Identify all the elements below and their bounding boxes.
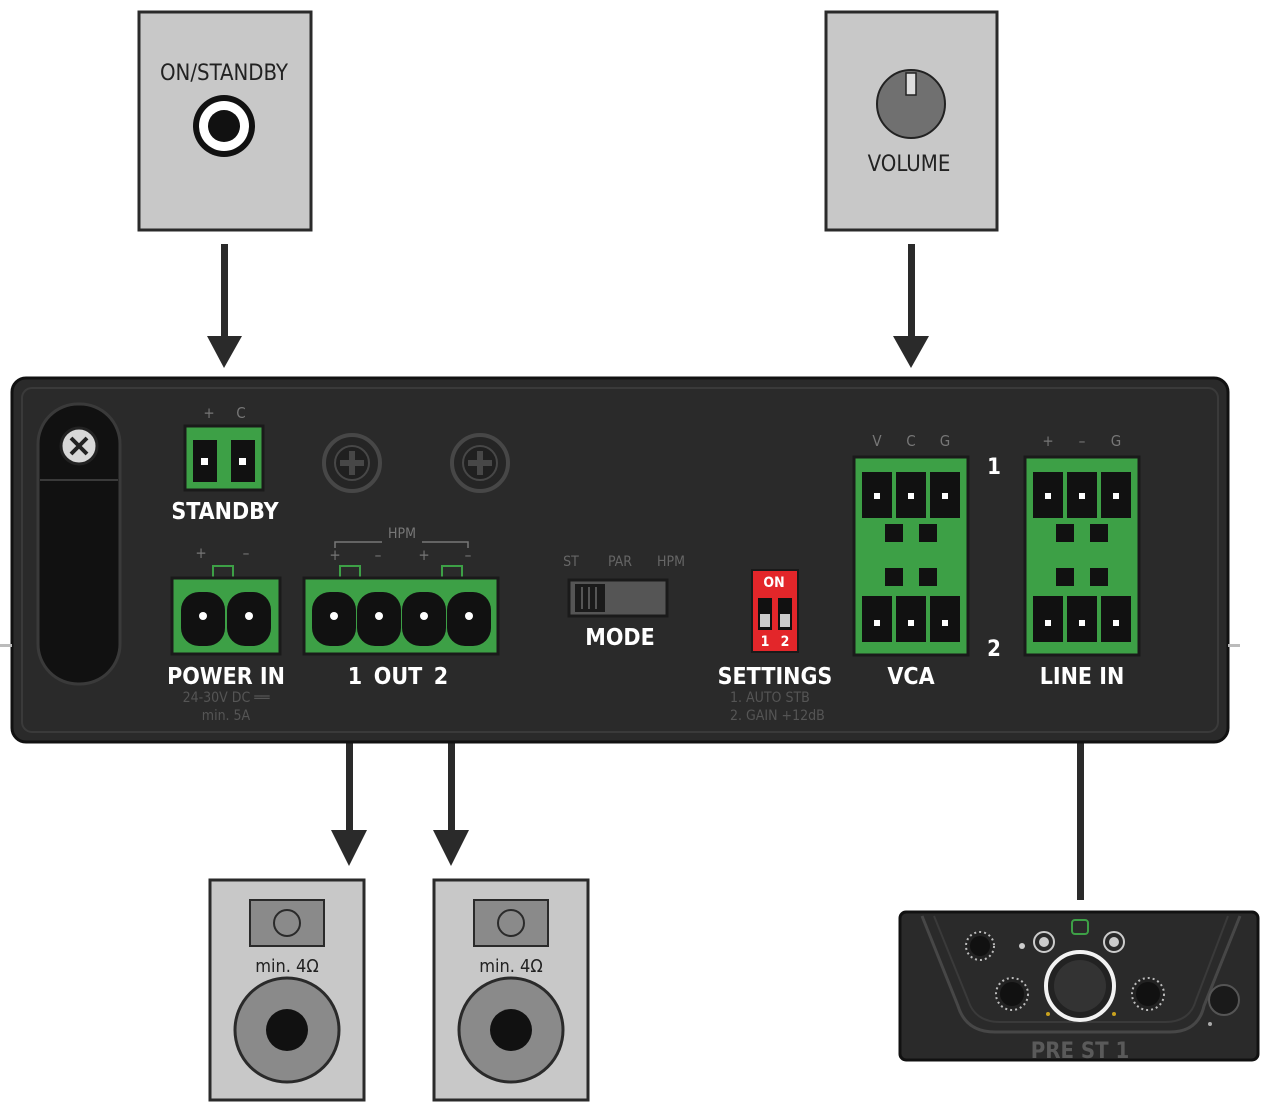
vca-label: VCA: [887, 664, 934, 690]
speaker-icon: [457, 976, 565, 1084]
svg-text:2: 2: [781, 634, 790, 650]
speaker-1-impedance: min. 4Ω: [255, 956, 319, 977]
channel-2-label: 2: [987, 637, 1001, 662]
svg-text:1: 1: [761, 634, 770, 650]
speaker-2-impedance: min. 4Ω: [479, 956, 543, 977]
svg-text:–: –: [465, 546, 472, 564]
svg-text:V: V: [872, 432, 882, 450]
bracket-screw-icon: [59, 426, 99, 466]
svg-text:PAR: PAR: [608, 554, 632, 570]
svg-text:HPM: HPM: [657, 554, 685, 570]
standby-switch-icon: [193, 95, 255, 157]
panel-screw-icon: [450, 433, 510, 493]
preamp-knob-icon: [1131, 977, 1165, 1011]
svg-text:C: C: [236, 404, 245, 422]
amplifier-panel: + C STANDBY + – POWER IN 24-30V DC ══ mi…: [0, 376, 1240, 744]
output-terminal: HPM + – + – 1 OUT 2: [302, 526, 500, 690]
standby-switch-callout: ON/STANDBY: [137, 10, 313, 232]
volume-knob-icon: [876, 69, 946, 139]
power-in-label: POWER IN: [167, 664, 285, 690]
speaker-icon: [233, 976, 341, 1084]
preamp-knob-icon: [995, 977, 1029, 1011]
volume-knob-callout: VOLUME: [824, 10, 999, 232]
standby-switch-label: ON/STANDBY: [160, 61, 289, 86]
standby-label: STANDBY: [171, 499, 279, 525]
svg-text:–: –: [243, 544, 250, 562]
power-in-spec-line1: 24-30V DC ══: [183, 690, 270, 706]
power-in-spec-line2: min. 5A: [202, 708, 251, 724]
svg-text:C: C: [906, 432, 915, 450]
preamp-knob-icon: [965, 931, 995, 961]
settings-label: SETTINGS: [718, 664, 833, 690]
arrow-out-1: [331, 708, 367, 866]
arrow-out-2: [433, 708, 469, 866]
svg-text:+: +: [418, 546, 429, 564]
preamp-label: PRE ST 1: [1031, 1039, 1130, 1064]
settings-dip-switch: ON 1 2 SETTINGS 1. AUTO STB 2. GAIN +12d…: [718, 569, 833, 724]
arrow-volume: [893, 244, 929, 368]
svg-text:+: +: [195, 544, 206, 562]
out-label: OUT: [374, 664, 423, 690]
preamp-main-knob-icon: [1044, 950, 1116, 1022]
out-num-2: 2: [434, 664, 448, 690]
speaker-1-callout: min. 4Ω: [208, 878, 366, 1102]
svg-text:ST: ST: [563, 554, 579, 570]
svg-text:–: –: [375, 546, 382, 564]
svg-text:+: +: [329, 546, 340, 564]
svg-text:+: +: [203, 404, 214, 422]
line-in-terminal: + – G LINE IN: [1023, 432, 1141, 690]
panel-screw-icon: [322, 433, 382, 493]
settings-line2: 2. GAIN +12dB: [730, 708, 825, 724]
standby-terminal: + C STANDBY: [171, 404, 279, 525]
hpm-bracket-label: HPM: [388, 526, 416, 542]
channel-1-label: 1: [987, 455, 1001, 480]
settings-line1: 1. AUTO STB: [730, 690, 810, 706]
volume-knob-label: VOLUME: [868, 152, 951, 177]
svg-text:–: –: [1079, 432, 1086, 450]
dip-on-label: ON: [763, 575, 784, 591]
vca-terminal: V C G VCA: [852, 432, 970, 690]
line-in-label: LINE IN: [1040, 664, 1125, 690]
preamp-device: PRE ST 1: [898, 910, 1260, 1064]
arrow-standby: [207, 244, 242, 368]
out-num-1: 1: [348, 664, 362, 690]
svg-text:G: G: [940, 432, 950, 450]
mode-label: MODE: [585, 625, 655, 651]
svg-text:+: +: [1042, 432, 1053, 450]
speaker-2-callout: min. 4Ω: [432, 878, 590, 1102]
svg-text:G: G: [1111, 432, 1121, 450]
power-in-terminal: + – POWER IN 24-30V DC ══ min. 5A: [167, 544, 285, 724]
mounting-bracket: [36, 402, 122, 686]
mode-switch: ST PAR HPM MODE: [563, 554, 685, 651]
